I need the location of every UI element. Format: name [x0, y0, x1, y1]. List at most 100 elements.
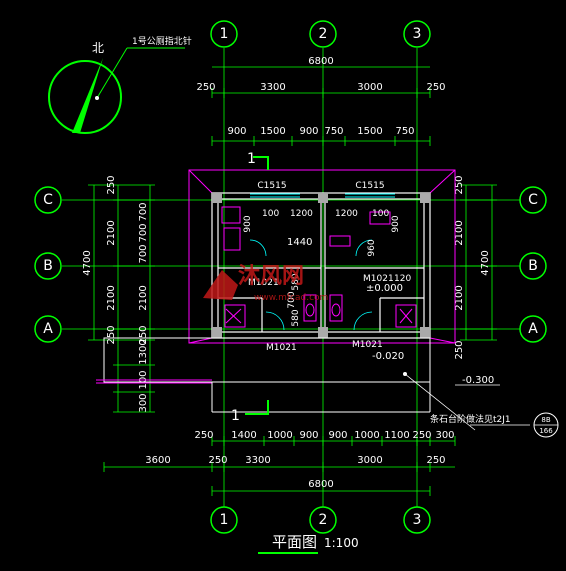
north-note: 1号公厕指北针 [132, 35, 192, 47]
door-label-1: M1021 [248, 278, 279, 288]
axis-label-2-bottom: 2 [319, 512, 328, 528]
inner-dim-3: 1200 [335, 209, 358, 219]
dim-left-inner-5: 250 [138, 325, 149, 344]
dim-right-total: 4700 [480, 250, 491, 275]
dim-left-bay-3: 2100 [106, 285, 117, 310]
axis-label-1-bottom: 1 [220, 512, 229, 528]
dim-left-total: 4700 [82, 250, 93, 275]
inner-dim-4: 100 [372, 209, 389, 219]
columns [212, 193, 430, 338]
dim-left-inner-4: 2100 [138, 285, 149, 310]
inner-dim-6: 900 [391, 215, 401, 232]
dim-bottom-detail-4: 900 [299, 430, 318, 441]
dim-bottom-bay-4: 3000 [357, 455, 382, 466]
axis-label-1-top: 1 [220, 26, 229, 42]
dim-bottom-detail-9: 300 [435, 430, 454, 441]
level-step: -0.020 [372, 351, 404, 362]
dim-bottom-detail-3: 1000 [267, 430, 292, 441]
dim-top-total: 6800 [308, 56, 333, 67]
axis-label-c-right: C [528, 192, 538, 208]
dim-bottom-detail-2: 1400 [231, 430, 256, 441]
inner-dim-2: 1200 [290, 209, 313, 219]
dim-right-bay-2: 2100 [454, 220, 465, 245]
axis-label-c-left: C [43, 192, 53, 208]
dim-bottom-total: 6800 [308, 479, 333, 490]
detail-ref-bottom: 166 [539, 427, 553, 435]
inner-dim-12: 580 [291, 309, 301, 326]
windows [250, 193, 395, 198]
axis-label-a-right: A [528, 321, 538, 337]
watermark: 沐风网 www.mfcad.com [203, 264, 328, 303]
inner-dim-5: 900 [243, 215, 253, 232]
dim-bottom-detail-8: 250 [412, 430, 431, 441]
axis-bubbles-top: 1 2 3 [210, 20, 431, 48]
section-markers [245, 156, 269, 415]
inner-dim-8: 960 [367, 239, 377, 256]
dim-bottom-detail-5: 900 [328, 430, 347, 441]
dim-bottom-bay-5: 250 [426, 455, 445, 466]
north-leader-line [96, 47, 128, 99]
north-arrow: 北 1号公厕指北针 [48, 35, 192, 134]
dim-left-bay-4: 250 [106, 325, 117, 344]
axis-label-2-top: 2 [319, 26, 328, 42]
watermark-url: www.mfcad.com [254, 293, 328, 303]
door-label-2: M1021 [363, 274, 394, 284]
dim-top-bay-1: 250 [196, 82, 215, 93]
dim-left-ramp-1: 1300 [138, 339, 149, 364]
bottom-dimensions [103, 436, 456, 496]
dim-bottom-detail-6: 1000 [354, 430, 379, 441]
detail-ref-top: 8B [541, 416, 550, 424]
roof-outline [188, 169, 456, 344]
inner-dim-11: 700 [287, 291, 297, 308]
dim-bottom-detail-1: 250 [194, 430, 213, 441]
dim-top-bay-4: 250 [426, 82, 445, 93]
dim-bottom-bay-3: 3300 [245, 455, 270, 466]
entrance-steps [96, 337, 431, 413]
dim-bottom-bay-2: 250 [208, 455, 227, 466]
window-label-right: C1515 [355, 181, 384, 191]
watermark-logo-icon [203, 270, 238, 300]
dim-right-bay-3: 2100 [454, 285, 465, 310]
dim-top-detail-5: 1500 [357, 126, 382, 137]
dim-top-detail-2: 1500 [260, 126, 285, 137]
north-label: 北 [92, 41, 104, 55]
axis-label-a-left: A [43, 321, 53, 337]
inner-dim-9: 120 [394, 274, 411, 284]
north-arrow-circle [48, 60, 122, 134]
section-mark-bottom: 1 [231, 408, 240, 424]
door-label-3: M1021 [266, 343, 297, 353]
north-arrow-pointer [72, 58, 103, 133]
drawing-title: 平面图 [272, 533, 317, 551]
axis-bubbles-left: C B A [34, 186, 62, 343]
axis-bubbles-right: C B A [519, 186, 547, 343]
window-label-left: C1515 [257, 181, 286, 191]
note-leader [404, 373, 476, 431]
inner-dim-7: 1440 [287, 237, 312, 248]
dim-bottom-detail-7: 1100 [384, 430, 409, 441]
axis-bubbles-bottom: 1 2 3 [210, 506, 431, 534]
right-dimensions [460, 184, 497, 341]
top-dimensions [211, 66, 431, 146]
dim-top-detail-4: 750 [324, 126, 343, 137]
dim-top-detail-1: 900 [227, 126, 246, 137]
level-floor: ±0.000 [366, 283, 403, 294]
fixtures [221, 206, 417, 328]
step-note: 条石台阶做法见t2J1 [430, 413, 511, 425]
inner-dim-1: 100 [262, 209, 279, 219]
dim-left-inner-2: 700 [138, 223, 149, 242]
door-label-4: M1021 [352, 340, 383, 350]
level-ground: -0.300 [462, 375, 494, 386]
dim-left-ramp-3: 300 [138, 393, 149, 412]
door-swings [249, 239, 373, 331]
dim-right-bay-1: 250 [454, 175, 465, 194]
section-mark-top: 1 [247, 151, 256, 167]
dim-left-inner-3: 700 [138, 244, 149, 263]
dim-left-bay-1: 250 [106, 175, 117, 194]
dim-bottom-bay-1: 3600 [145, 455, 170, 466]
axis-label-3-bottom: 3 [413, 512, 422, 528]
axis-label-b-left: B [43, 258, 53, 274]
axis-label-b-right: B [528, 258, 538, 274]
dim-top-detail-3: 900 [299, 126, 318, 137]
axis-label-3-top: 3 [413, 26, 422, 42]
